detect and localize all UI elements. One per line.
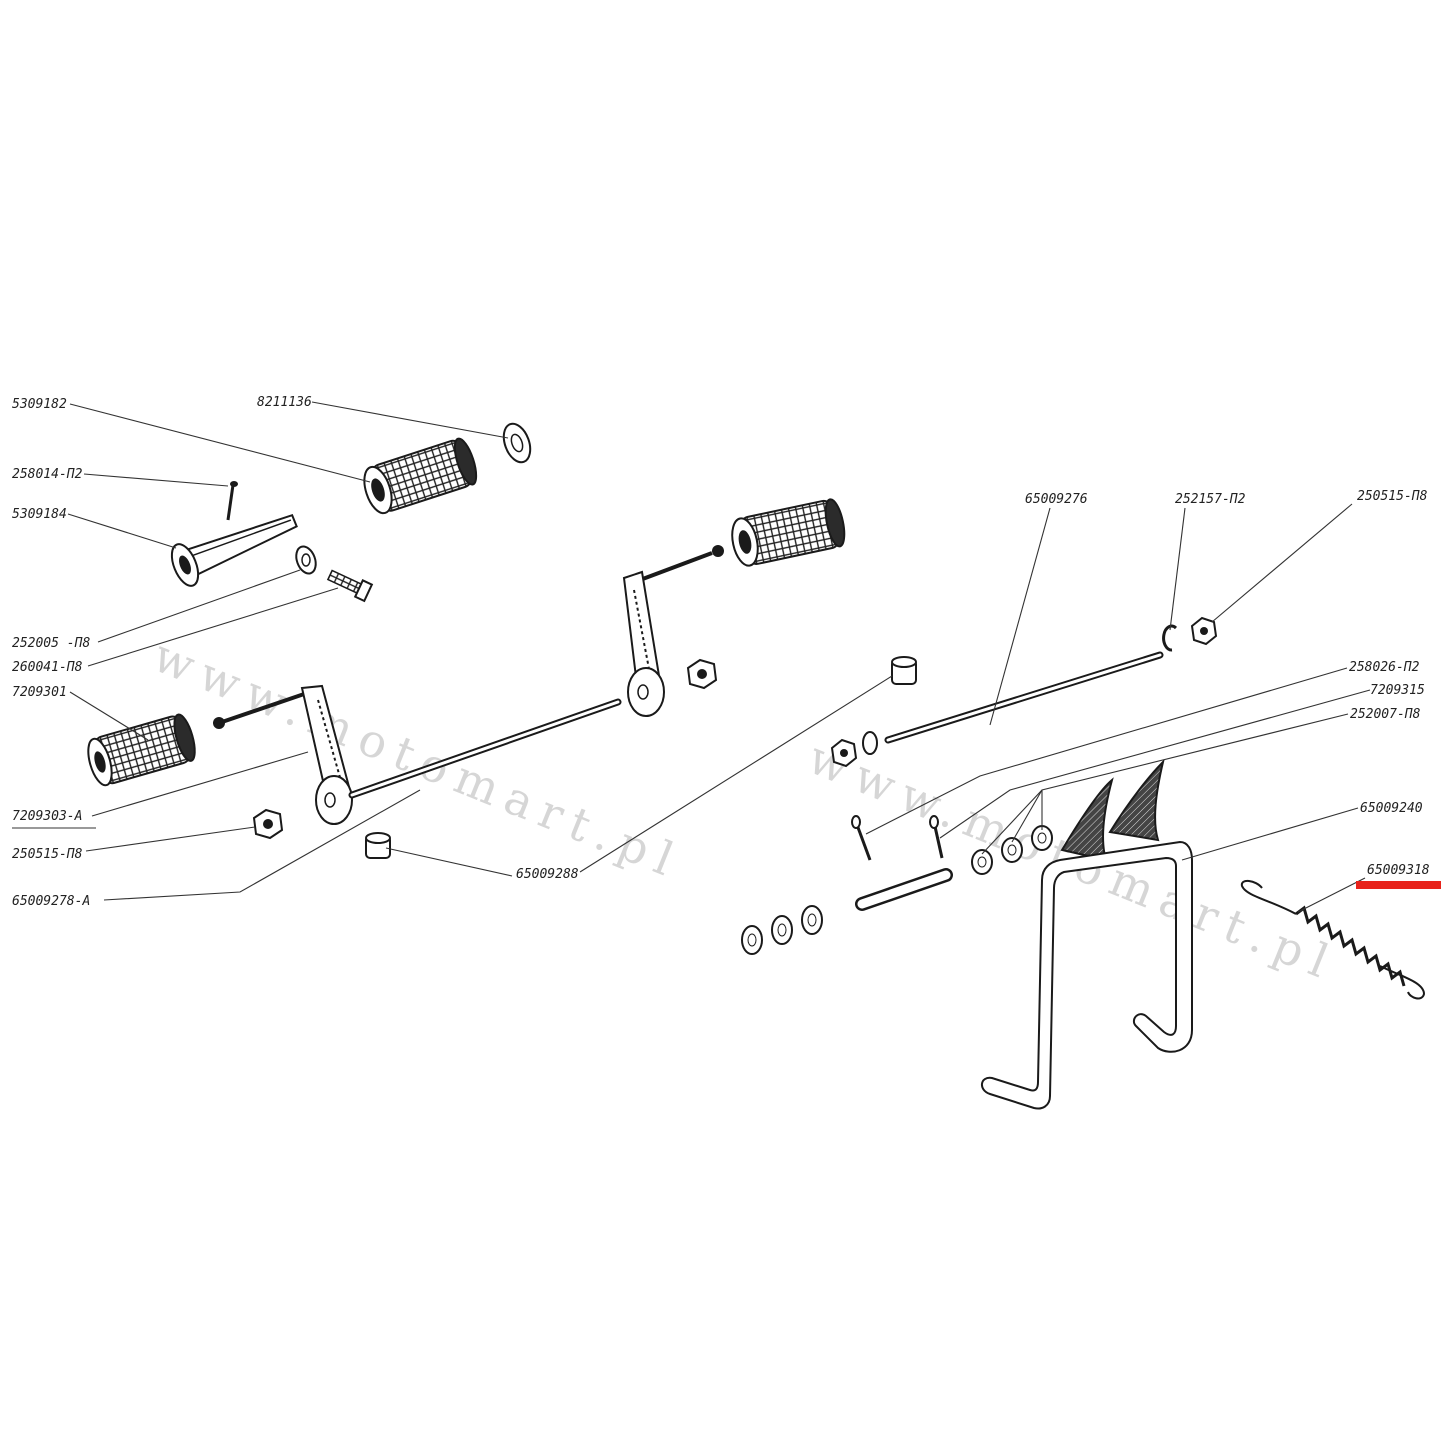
washers-252007 xyxy=(971,825,1053,875)
washer-left-of-rod xyxy=(862,731,878,755)
label-250515-right: 250515-П8 xyxy=(1357,489,1428,504)
spring-65009318 xyxy=(1240,880,1426,1000)
leader-lines xyxy=(12,401,1371,913)
rod-65009278-a xyxy=(348,698,622,799)
bolt-260041 xyxy=(326,569,374,603)
grip-right-upper xyxy=(731,498,846,567)
pin-7209315 xyxy=(855,868,953,911)
screw-258014 xyxy=(226,481,238,521)
label-5309184: 5309184 xyxy=(12,507,67,522)
lever-right-upper xyxy=(622,545,724,717)
nut-250515-right xyxy=(1190,616,1218,646)
stand-65009240 xyxy=(981,758,1193,1110)
label-252157: 252157-П2 xyxy=(1175,492,1246,507)
lockwasher-252157 xyxy=(1162,624,1178,652)
label-65009318: 65009318 xyxy=(1367,863,1430,878)
label-5309182: 5309182 xyxy=(12,397,67,412)
label-252005: 252005 -П8 xyxy=(12,636,90,651)
nut-center xyxy=(686,658,718,690)
nut-250515-left xyxy=(252,808,284,840)
cotter-pin-258026-b xyxy=(929,815,944,859)
label-65009240: 65009240 xyxy=(1360,801,1423,816)
label-7209303-a: 7209303-A xyxy=(12,809,82,824)
highlight-bar xyxy=(1356,881,1441,889)
bushing-65009288-right xyxy=(891,656,917,685)
peg-5309184 xyxy=(170,513,298,587)
rod-65009276 xyxy=(884,651,1164,744)
bushing-65009288-left xyxy=(365,832,391,859)
washer-8211136 xyxy=(502,422,532,464)
label-65009278-a: 65009278-A xyxy=(12,894,90,909)
grip-7209301 xyxy=(87,713,196,787)
label-252007: 252007-П8 xyxy=(1350,707,1421,722)
label-7209315: 7209315 xyxy=(1370,683,1425,698)
washer-252005 xyxy=(295,545,317,575)
label-260041: 260041-П8 xyxy=(12,660,83,675)
svg-text:www.motomart.pl: www.motomart.pl xyxy=(146,628,690,890)
label-65009288: 65009288 xyxy=(516,867,579,882)
label-8211136: 8211136 xyxy=(257,395,312,410)
lever-7209303-a xyxy=(213,684,354,825)
label-250515-left: 250515-П8 xyxy=(12,847,83,862)
nut-left-of-rod xyxy=(830,738,858,768)
label-65009276: 65009276 xyxy=(1025,492,1088,507)
washers-bottom xyxy=(741,905,823,955)
label-258026: 258026-П2 xyxy=(1349,660,1420,675)
grip-5309182 xyxy=(363,437,478,515)
cotter-pin-258026 xyxy=(851,815,872,861)
label-7209301: 7209301 xyxy=(12,685,67,700)
watermark-left: www.motomart.pl xyxy=(146,628,690,890)
label-258014: 258014-П2 xyxy=(12,467,83,482)
